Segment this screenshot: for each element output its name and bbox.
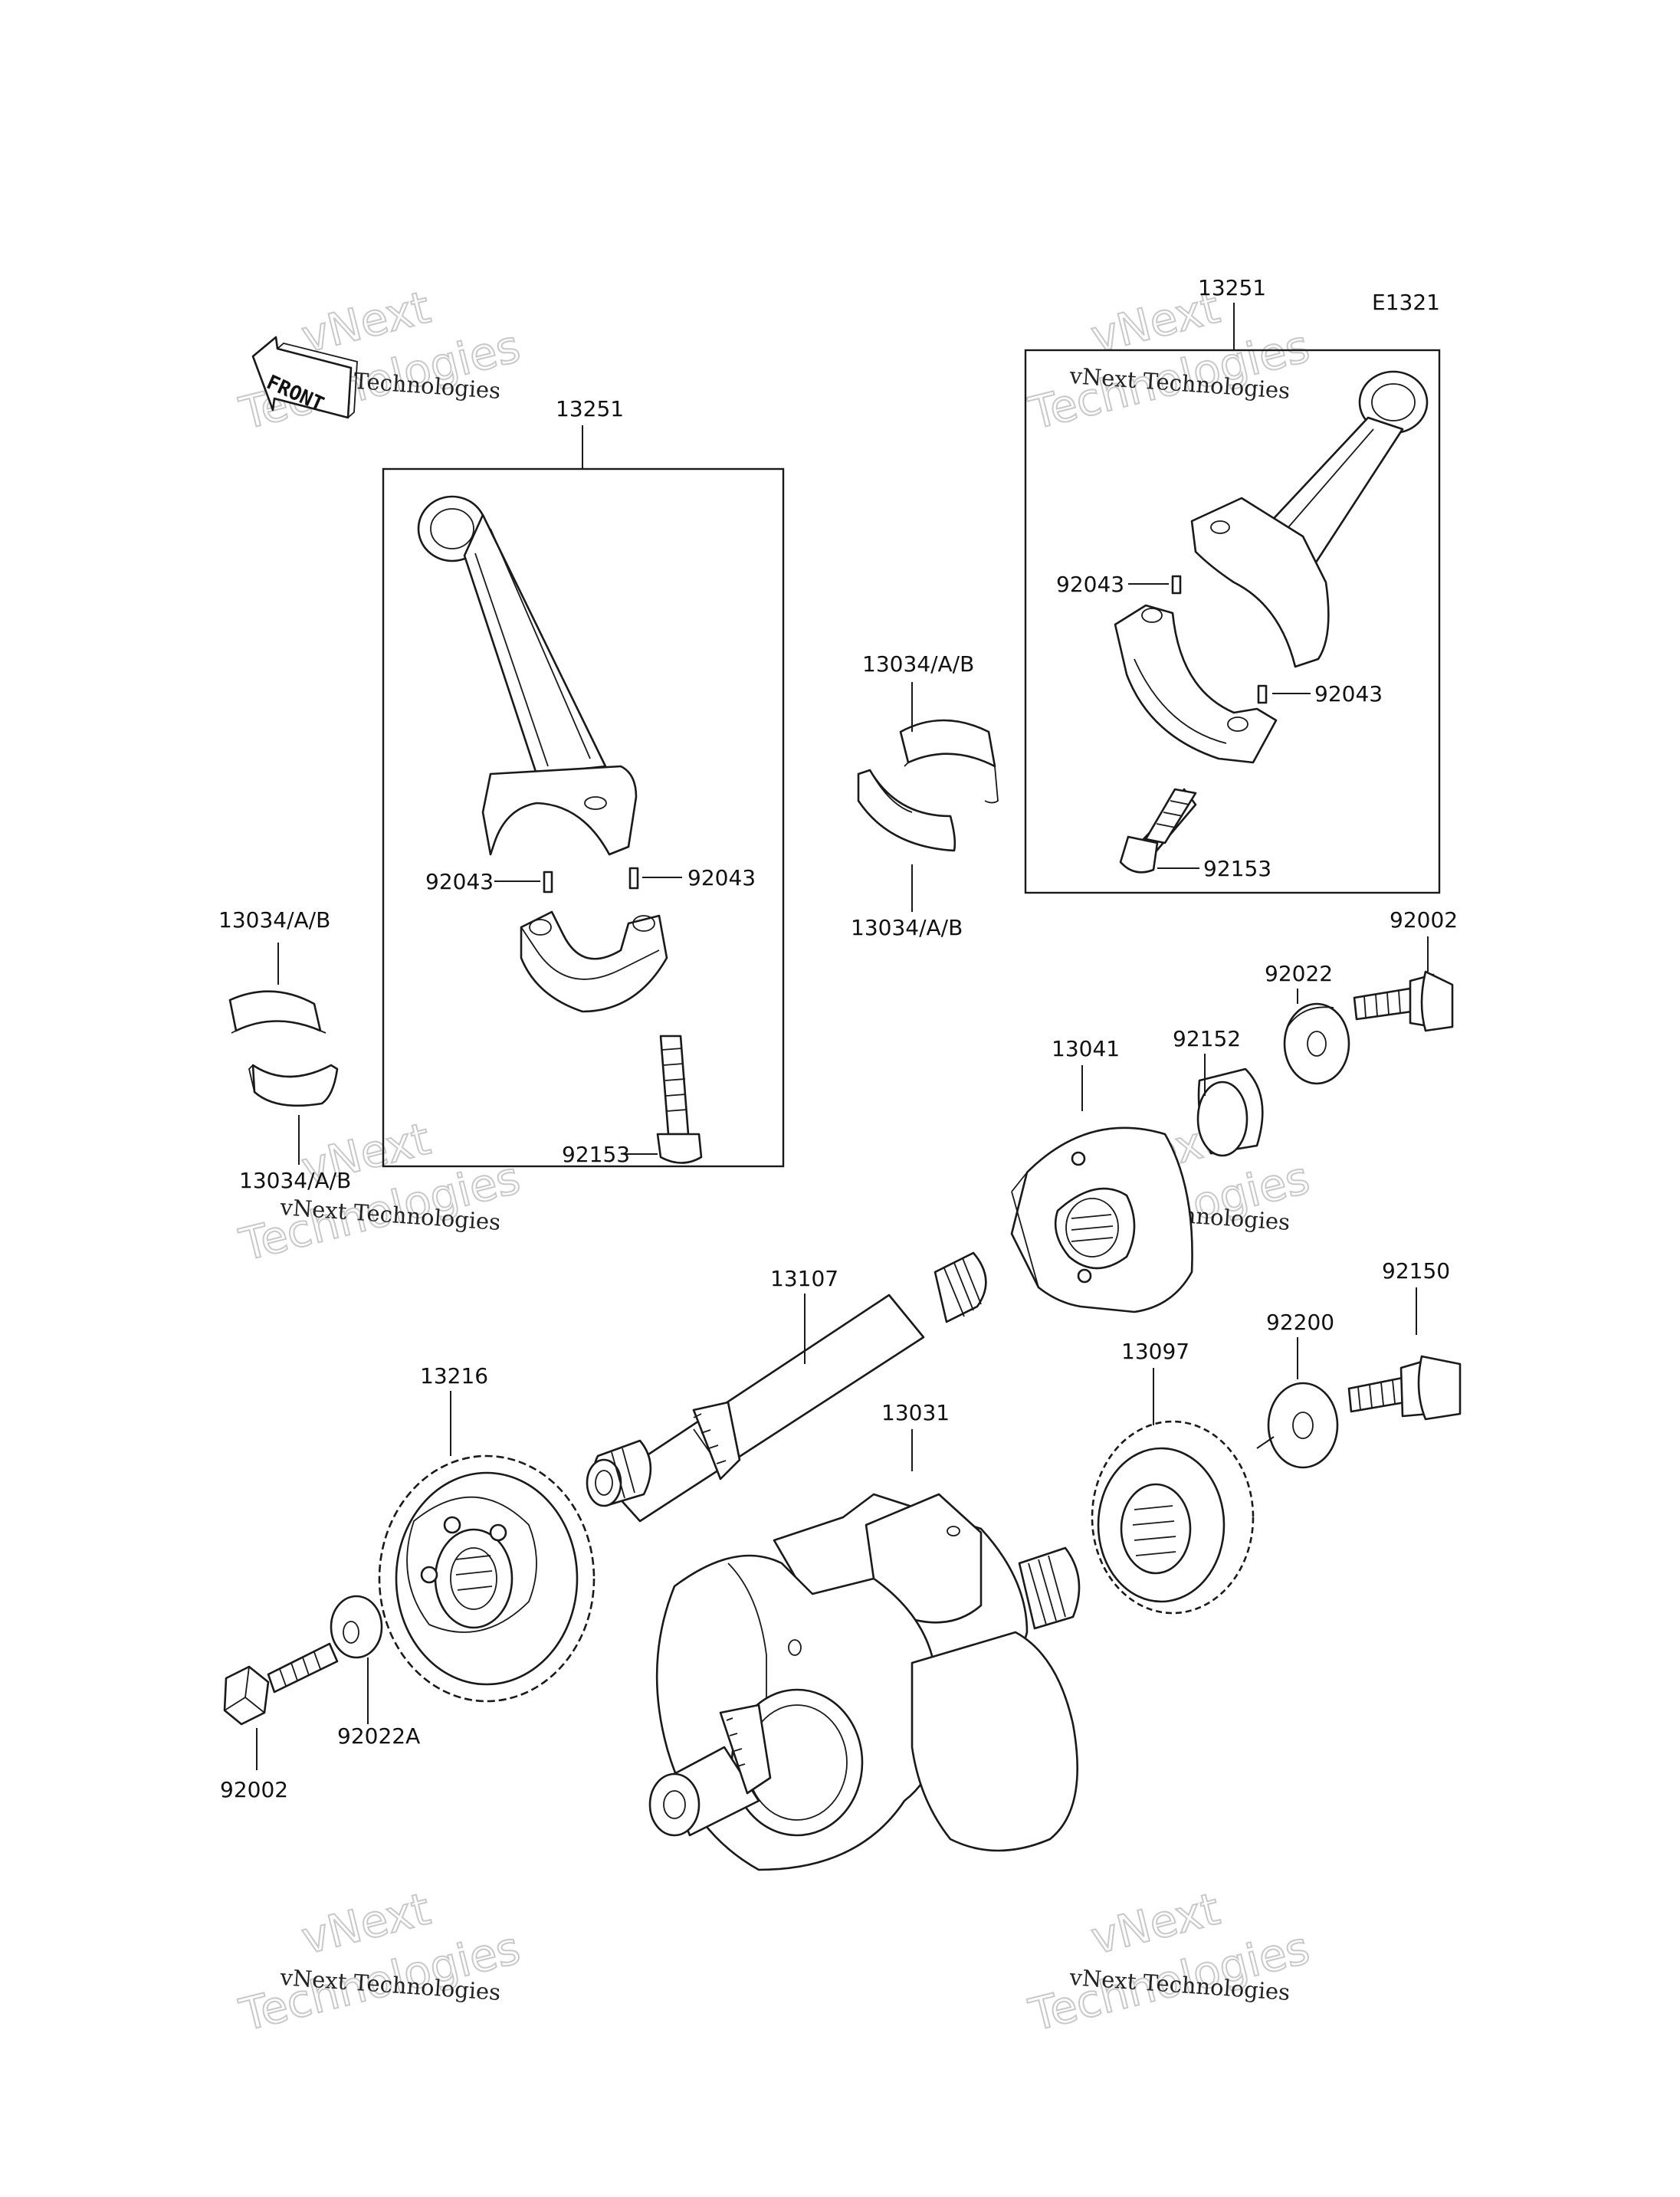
label-13034-left-bottom: 13034/A/B [239,1168,351,1193]
label-92022A: 92022A [337,1723,420,1749]
bolt-92150 [1347,1355,1462,1421]
label-13251-right: 13251 [1198,275,1266,300]
conrod-box-right [1024,349,1441,894]
label-13041: 13041 [1052,1036,1120,1061]
front-arrow-icon: FRONT [251,336,358,419]
bolt-92002-right [1353,970,1454,1032]
balancer-shaft-13107 [586,1251,987,1523]
label-92043-l1: 92043 [425,869,494,894]
balancer-weight-13041 [1010,1126,1193,1313]
gear-13097 [1091,1420,1255,1615]
crankshaft-13031 [648,1493,1081,1871]
label-13034-left-top: 13034/A/B [218,907,330,933]
label-92002-left: 92002 [220,1777,288,1802]
connecting-rod-right [1190,370,1429,668]
label-13034-mid-bottom: 13034/A/B [851,915,963,940]
bushing-92152 [1196,1067,1264,1157]
watermark-bottom-left: vNext Technologies vNext Technologies [234,1882,526,2042]
label-13251-left: 13251 [556,396,624,421]
label-92150: 92150 [1382,1258,1450,1284]
bearing-shell-left-lower [248,1064,339,1107]
rod-cap-left [520,910,668,1013]
dowel-pin-left-2 [628,867,639,890]
rod-bolt-right [1119,788,1197,874]
label-92153-left: 92153 [562,1142,630,1167]
watermark-bottom-right: vNext Technologies vNext Technologies [1023,1882,1315,2042]
label-92043-r2: 92043 [1314,681,1383,707]
gear-13216 [378,1454,596,1703]
label-13031: 13031 [881,1400,950,1425]
label-92153-right: 92153 [1203,856,1271,881]
washer-92200 [1267,1382,1339,1469]
bearing-shell-mid-lower [857,769,956,852]
washer-92022A [330,1595,383,1659]
label-92043-l2: 92043 [687,865,756,890]
bearing-shell-mid-upper [899,719,999,804]
label-92043-r1: 92043 [1056,572,1124,597]
connecting-rod-left [417,495,638,856]
label-13034-mid-top: 13034/A/B [862,651,974,677]
dowel-pin-right-1 [1171,575,1182,595]
bolt-92002-left [223,1642,339,1726]
label-92200: 92200 [1266,1310,1334,1335]
rod-cap-right [1114,604,1278,764]
label-92152: 92152 [1173,1026,1241,1051]
label-92002-right: 92002 [1390,907,1458,933]
bearing-shell-left-upper [228,990,326,1034]
label-92022: 92022 [1265,961,1333,986]
label-13097: 13097 [1121,1339,1189,1364]
diagram-code: E1321 [1372,290,1440,315]
label-13107: 13107 [770,1266,838,1291]
dowel-pin-left-1 [543,871,553,894]
washer-92022 [1283,1002,1350,1085]
dowel-pin-right-2 [1257,684,1268,704]
label-13216: 13216 [420,1363,488,1389]
watermark-top-right: vNext Technologies vNext Technologies [1023,280,1315,441]
rod-bolt-left [656,1035,703,1164]
